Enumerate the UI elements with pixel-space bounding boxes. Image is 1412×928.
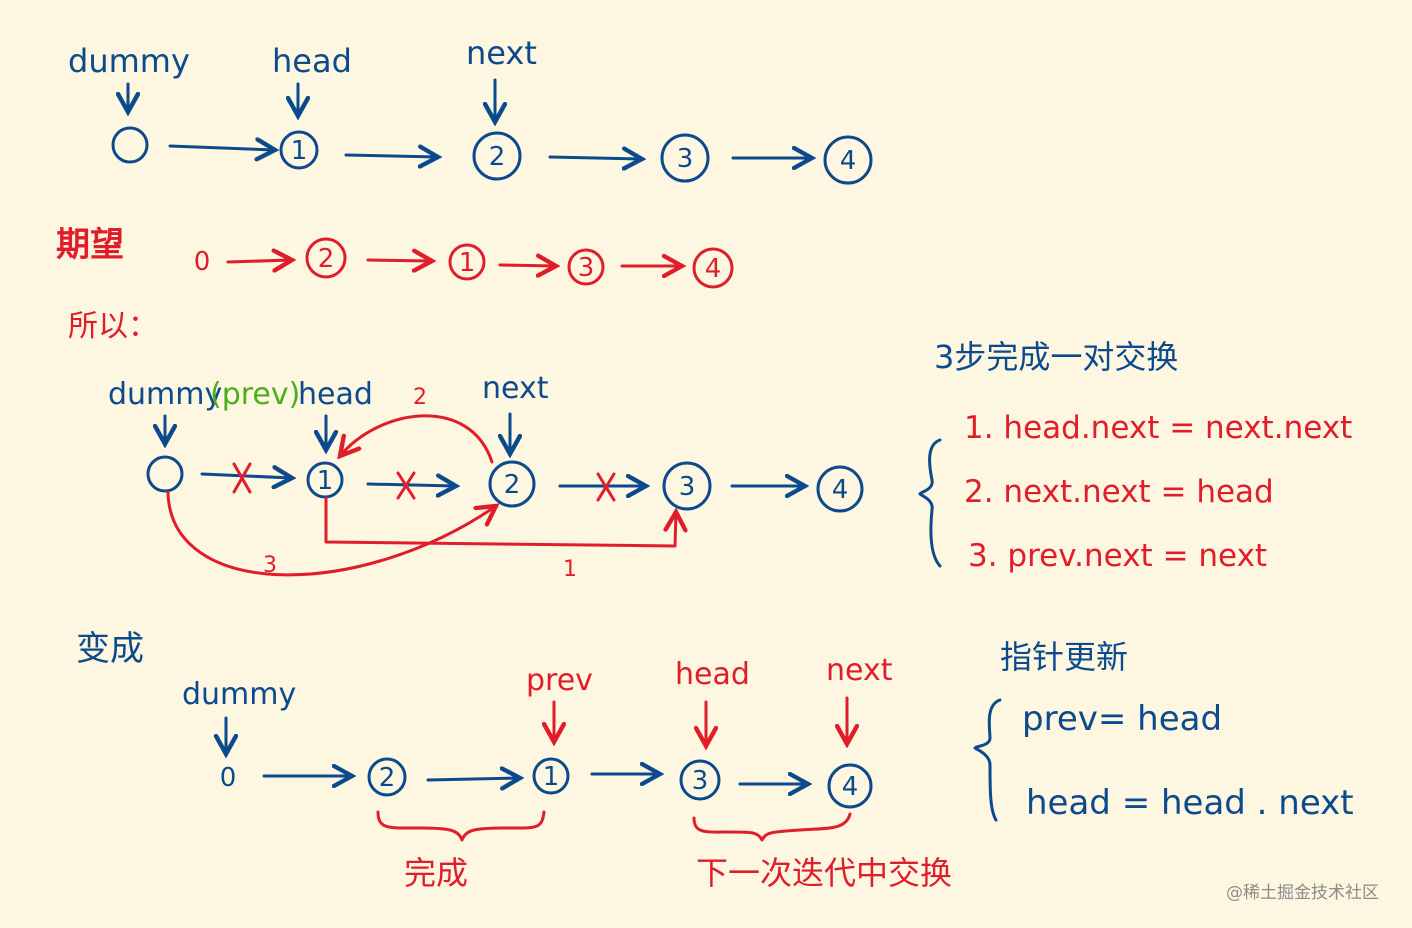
row2-arrow-1-3 — [498, 265, 556, 266]
row3-prev-label: (prev) — [210, 377, 300, 412]
row3-dummy-label: dummy — [108, 377, 222, 412]
row1-node-1-value: 1 — [291, 136, 308, 166]
row4-done-brace — [376, 810, 546, 842]
row3-arrow-0-1 — [200, 474, 292, 478]
row4-head-label: head — [675, 657, 750, 692]
row4-node-1 — [532, 757, 570, 795]
row2-arrow-0-2 — [226, 260, 292, 262]
row4-node-0-value: 0 — [220, 763, 237, 793]
row3-node-1-value: 1 — [317, 466, 334, 496]
row3-link-step2 — [340, 414, 494, 464]
steps-item-2: 2. next.next = head — [964, 474, 1274, 510]
row3-node-2-value: 2 — [504, 470, 521, 500]
row1-node-1 — [279, 130, 319, 170]
steps: 3步完成一对交换 1. head.next = next.next 2. nex… — [918, 338, 1352, 574]
row4-prev-label: prev — [526, 663, 593, 698]
row1-node-2 — [472, 131, 522, 181]
row4-node-2-value: 2 — [379, 763, 396, 793]
row1-node-4-value: 4 — [840, 146, 857, 176]
row1-next-label: next — [466, 34, 537, 72]
row4-node-4 — [827, 763, 873, 809]
row2-arrow-2-1 — [366, 260, 432, 261]
row1-node-2-value: 2 — [489, 142, 506, 172]
pointer-update-title: 指针更新 — [1000, 638, 1128, 676]
row4-node-4-value: 4 — [842, 772, 859, 802]
row4-done-label: 完成 — [404, 854, 468, 892]
row2: 期望 0 2 1 3 4 — [56, 225, 734, 289]
row2-node-1-value: 1 — [459, 248, 476, 278]
row3-head-label: head — [298, 377, 373, 412]
row1-dummy-label: dummy — [68, 42, 190, 80]
row4-label: 变成 — [76, 629, 144, 669]
row4-next-brace — [692, 812, 852, 842]
row1: dummy head next 1 2 3 4 — [68, 34, 873, 185]
row3-next-label: next — [482, 371, 549, 406]
row2-label: 期望 — [56, 225, 124, 265]
steps-item-1: 1. head.next = next.next — [964, 410, 1352, 446]
row3-link-step3 — [166, 490, 496, 577]
steps-brace — [918, 438, 942, 568]
row1-node-3 — [660, 133, 710, 183]
steps-title: 3步完成一对交换 — [934, 338, 1178, 376]
row3-step-number-1: 1 — [563, 557, 577, 582]
row2-node-3-value: 3 — [578, 253, 595, 283]
row4-arrow-2-1 — [426, 778, 520, 780]
row1-arrow-0-1 — [168, 146, 275, 150]
row3-step-number-3: 3 — [263, 553, 277, 578]
row4-node-3 — [679, 759, 721, 801]
row4-node-3-value: 3 — [692, 766, 709, 796]
row3-link-step1 — [324, 496, 676, 548]
row4-next-label-text: 下一次迭代中交换 — [696, 854, 952, 892]
row4: 变成 dummy prev head next 0 2 1 3 4 完成 下一次… — [76, 629, 952, 892]
row3-cross-2-3 — [596, 472, 616, 502]
pointer-update-item-2: head = head . next — [1026, 783, 1354, 823]
row2-node-4 — [692, 247, 734, 289]
steps-item-3: 3. prev.next = next — [968, 538, 1267, 574]
row3-node-4 — [816, 465, 864, 513]
row3-node-0 — [146, 455, 184, 493]
row3-node-3-value: 3 — [679, 472, 696, 502]
row1-arrow-1-2 — [344, 155, 438, 157]
row3-cross-1-2 — [396, 471, 416, 500]
row1-head-label: head — [272, 42, 352, 80]
row4-node-1-value: 1 — [543, 762, 560, 792]
row3-cross-0-1 — [232, 462, 252, 494]
row4-next-label: next — [826, 653, 893, 688]
row4-node-2 — [367, 757, 407, 797]
row1-node-4 — [823, 135, 873, 185]
pointer-update-item-1: prev= head — [1022, 699, 1222, 739]
row3-node-4-value: 4 — [832, 475, 849, 505]
row3: 所以： dummy (prev) head next 1 2 3 4 — [68, 309, 864, 582]
row1-node-0 — [111, 126, 149, 164]
row2-node-2-value: 2 — [318, 244, 335, 274]
pointer-update-brace — [973, 698, 1002, 822]
watermark: @稀土掘金技术社区 — [1226, 883, 1379, 903]
row3-node-2 — [488, 460, 536, 508]
row2-node-1 — [448, 243, 486, 281]
row2-node-3 — [567, 248, 605, 286]
row2-node-4-value: 4 — [705, 254, 722, 284]
row2-node-0-value: 0 — [194, 247, 211, 277]
row1-node-3-value: 3 — [677, 144, 694, 174]
row3-label: 所以： — [68, 309, 158, 344]
row4-dummy-label: dummy — [182, 677, 296, 712]
row1-arrow-2-3 — [548, 157, 642, 159]
row3-step-number-2: 2 — [413, 385, 427, 410]
row2-node-2 — [305, 237, 347, 279]
row3-arrow-1-2 — [366, 484, 456, 486]
pointer-update: 指针更新 prev= head head = head . next — [973, 638, 1354, 823]
